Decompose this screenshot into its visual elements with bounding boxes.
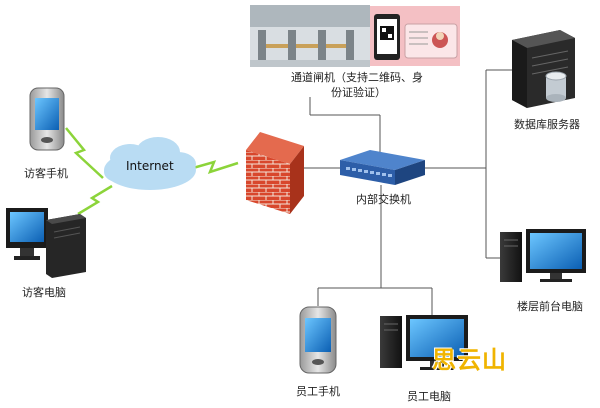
floor-pc-label: 楼层前台电脑 <box>517 300 583 313</box>
internet-label: Internet <box>126 159 174 173</box>
visitor-pc-icon <box>6 208 86 278</box>
visitor-phone-label: 访客手机 <box>24 167 68 180</box>
watermark-logo: 思云山 <box>432 346 507 374</box>
staff-phone-icon <box>299 306 337 374</box>
wireless-links <box>65 127 239 216</box>
staff-pc-icon <box>380 315 468 370</box>
gate-label-line2: 份证验证） <box>331 86 386 99</box>
floor-pc-icon <box>500 229 586 282</box>
qr-id-card-photo <box>370 6 460 66</box>
network-switch-icon <box>340 150 425 185</box>
cloud-firewall-wireless-link <box>192 160 239 175</box>
turnstile-gate-photo <box>250 5 370 67</box>
phone-wireless-link <box>65 127 104 179</box>
database-server-icon <box>512 30 575 108</box>
firewall-icon <box>246 132 304 214</box>
pc-wireless-link <box>77 184 113 216</box>
visitor-pc-label: 访客电脑 <box>22 286 66 299</box>
gate-label-line1: 通道闸机（支持二维码、身 <box>291 71 423 84</box>
staff-pc-label: 员工电脑 <box>407 390 451 403</box>
gate-label: 通道闸机（支持二维码、身 份证验证） <box>291 70 423 100</box>
connection-lines <box>302 69 512 316</box>
visitor-phone-icon <box>29 87 65 151</box>
staff-phone-label: 员工手机 <box>296 385 340 398</box>
internet-cloud-icon <box>104 137 196 190</box>
switch-label: 内部交换机 <box>356 193 411 206</box>
db-server-label: 数据库服务器 <box>514 118 580 131</box>
